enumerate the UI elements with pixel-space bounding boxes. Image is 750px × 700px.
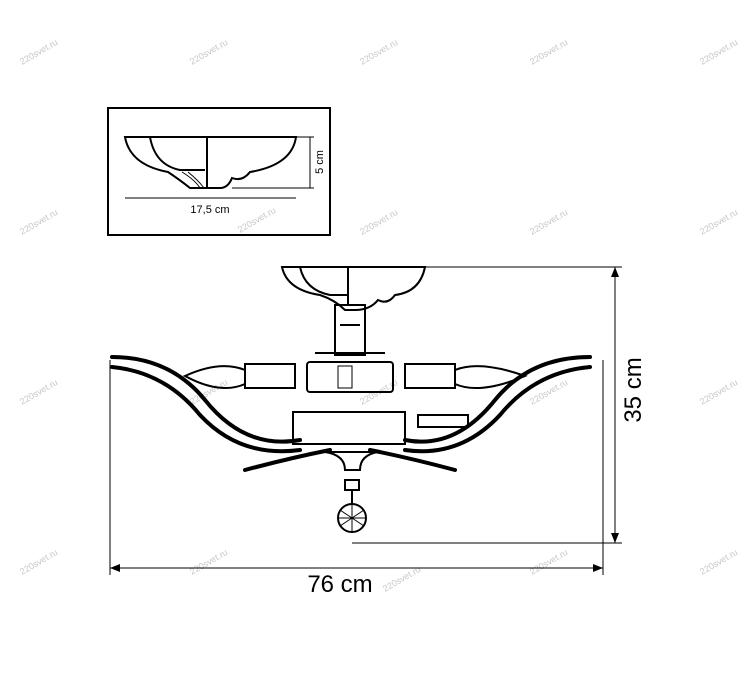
watermark: 220svet.ru [18,547,59,577]
crystal-facets [338,504,366,532]
hub-detail [337,365,353,389]
pendant-cap [344,479,360,491]
left-socket [244,363,296,389]
width-label: 76 cm [307,571,372,598]
lamp-hub [306,361,394,393]
right-candle-bulb [454,365,528,389]
watermark: 220svet.ru [698,377,739,407]
left-arm [110,355,302,444]
watermarks: 220svet.ru 220svet.ru 220svet.ru 220svet… [18,37,739,594]
watermark: 220svet.ru [698,37,739,67]
watermark: 220svet.ru [381,564,422,594]
inset-width-label: 17,5 cm [190,204,229,216]
canopy-detail-inset: 17,5 cm 5 cm [107,107,331,236]
watermark: 220svet.ru [236,205,277,235]
watermark: 220svet.ru [528,207,569,237]
canopy-ribs [181,171,205,189]
canopy [280,266,427,311]
watermark: 220svet.ru [18,37,59,67]
inset-height-label: 5 cm [314,150,326,174]
right-arm [403,355,592,444]
watermark: 220svet.ru [188,547,229,577]
canopy-outline [123,136,298,189]
canopy-inner [149,136,208,188]
watermark: 220svet.ru [358,207,399,237]
inset-frame [107,107,331,236]
main-dimensions: 35 cm 76 cm [109,266,647,598]
stem [334,304,366,356]
watermark: 220svet.ru [528,37,569,67]
height-label: 35 cm [620,357,647,422]
watermark: 220svet.ru [18,377,59,407]
finial-cup [324,451,379,471]
side-connector [417,414,469,428]
chandelier-main [110,266,592,533]
canopy-inner [299,266,349,305]
right-arm-inner [403,365,592,454]
lower-body [292,411,406,445]
left-candle-bulb [182,365,246,389]
right-lower-arm [368,448,457,472]
watermark: 220svet.ru [698,207,739,237]
left-lower-arm [243,448,332,472]
watermark: 220svet.ru [358,37,399,67]
watermark: 220svet.ru [528,377,569,407]
left-arm-inner [110,365,302,454]
watermark: 220svet.ru [188,37,229,67]
right-socket [404,363,456,389]
watermark: 220svet.ru [528,547,569,577]
watermark: 220svet.ru [18,207,59,237]
watermark: 220svet.ru [698,547,739,577]
